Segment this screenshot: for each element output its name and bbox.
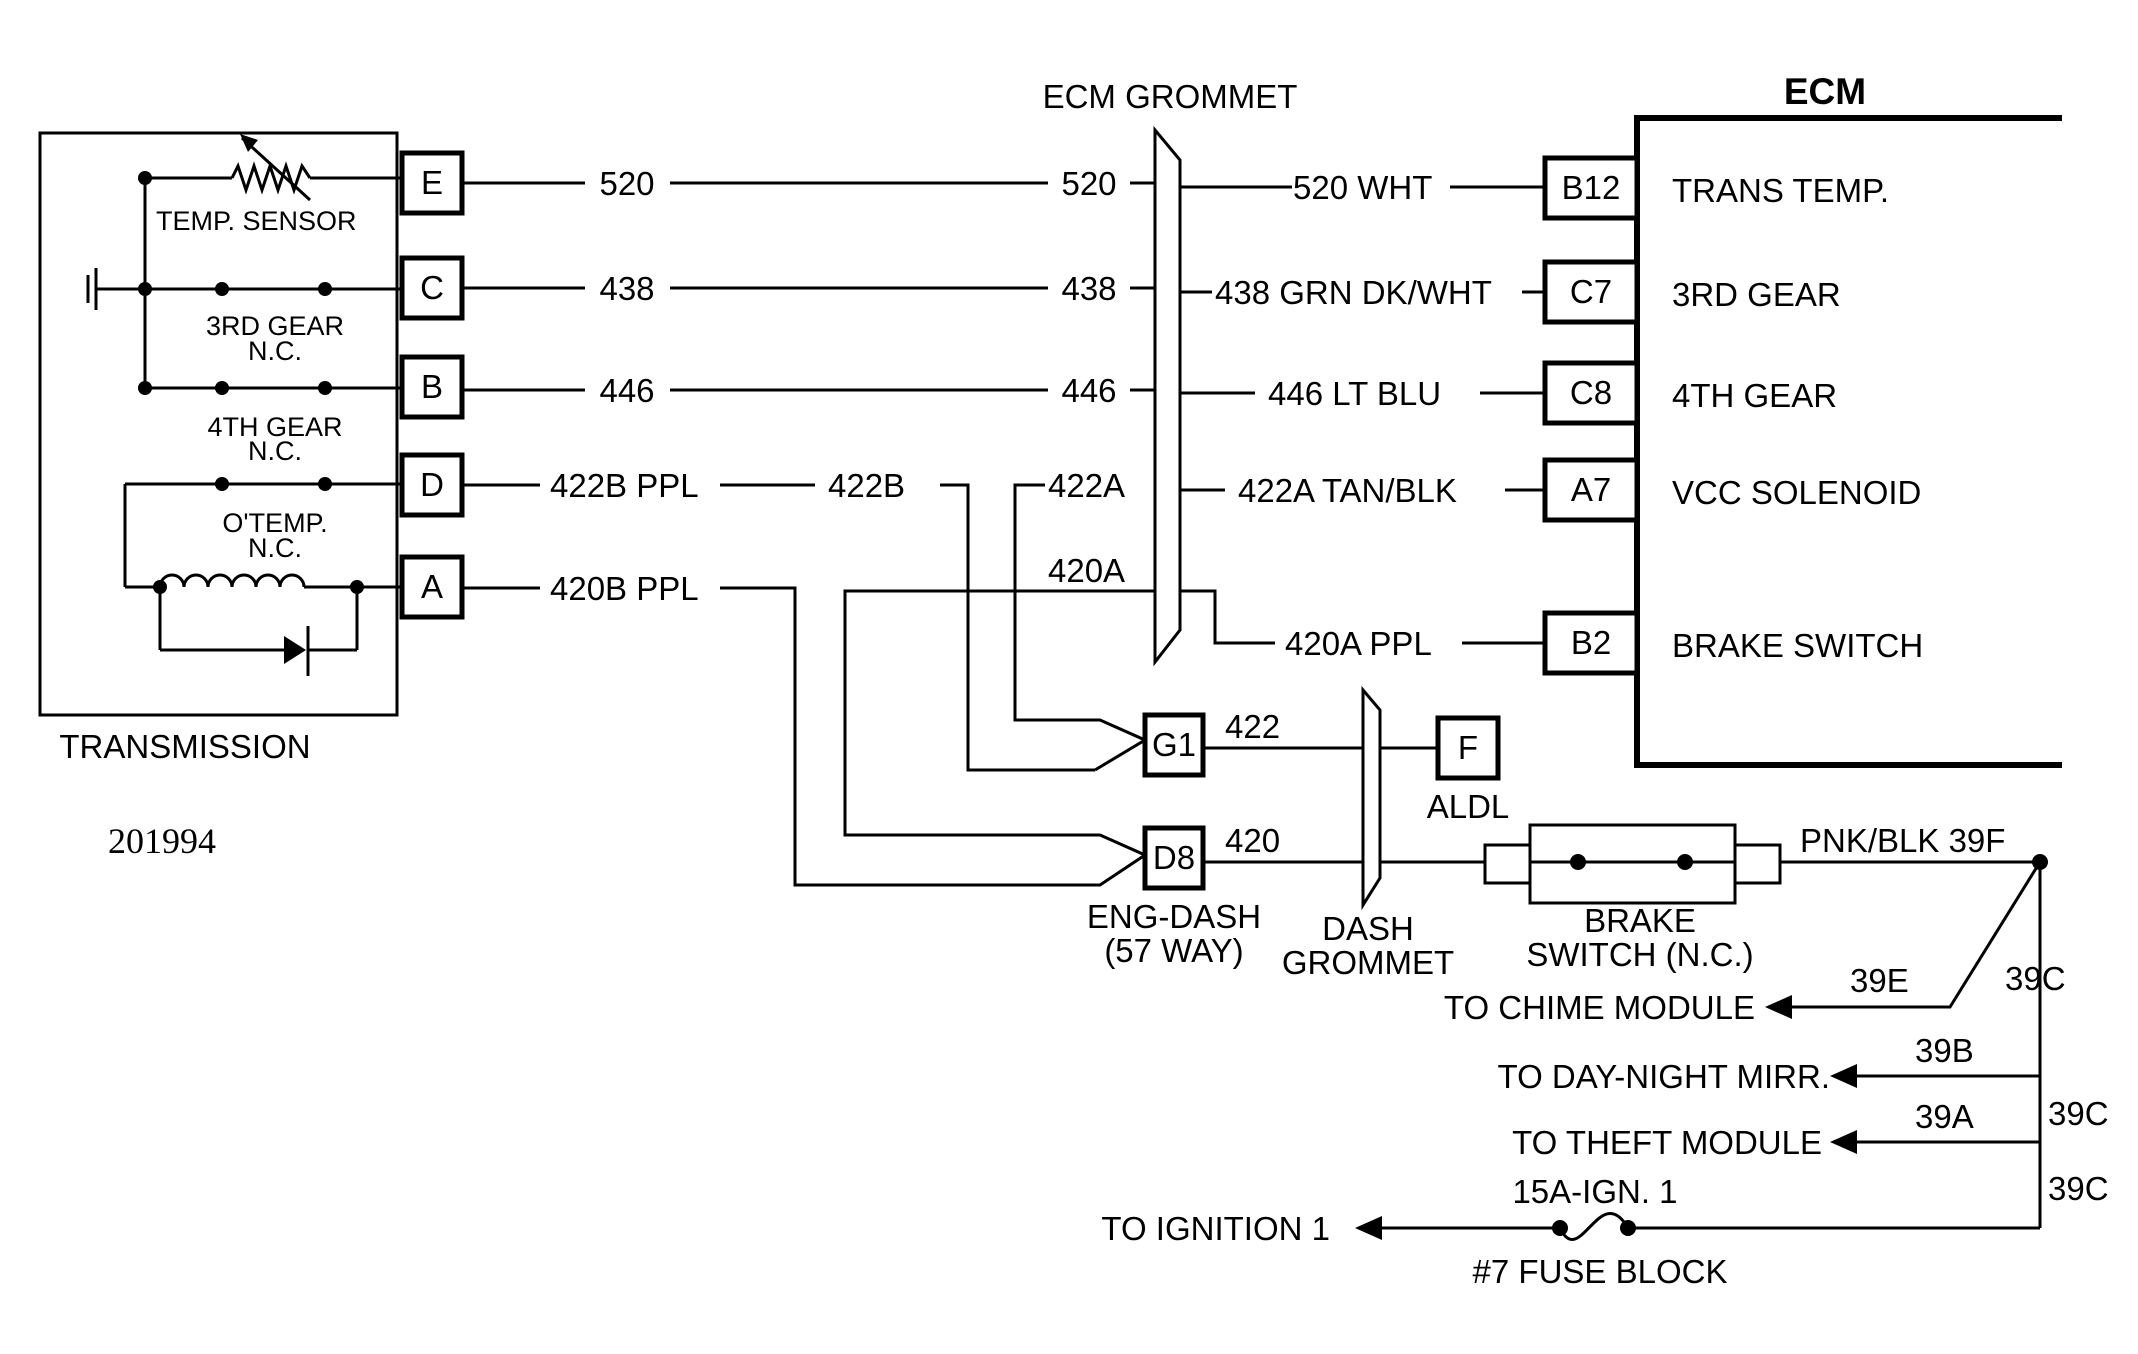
to-theft-module: TO THEFT MODULE — [1512, 1124, 1822, 1161]
ecm-brake-switch: BRAKE SWITCH — [1672, 627, 1923, 664]
3rd-gear-label: 3RD GEAR — [206, 311, 344, 341]
svg-text:D: D — [420, 466, 444, 503]
grommet-446-label: 446 — [1061, 372, 1116, 409]
ecm-pin-b12 — [1542, 155, 1640, 221]
fuse-icon — [1558, 1212, 1630, 1241]
eng-dash-connector: G1 D8 ENG-DASH (57 WAY) 422 420 — [1087, 708, 1485, 969]
otemp-nc-label: N.C. — [248, 533, 302, 563]
wire-39b-label: 39B — [1915, 1032, 1974, 1069]
wire-420a-ppl-label: 420A PPL — [1285, 625, 1432, 662]
diode-icon — [284, 626, 310, 676]
pin-e — [399, 150, 465, 216]
trans-to-ecm-wires: 520 520 438 438 446 446 422B PPL 422B 42… — [462, 165, 1270, 887]
wire-520-wht-label: 520 WHT — [1293, 169, 1432, 206]
wire-438-grn-label: 438 GRN DK/WHT — [1215, 274, 1492, 311]
wire-422b-label: 422B — [828, 467, 905, 504]
ecm-pin-a7 — [1542, 457, 1640, 523]
ecm-grommet: ECM GROMMET — [1043, 78, 1298, 667]
wire-39e-label: 39E — [1850, 962, 1909, 999]
solenoid-coil-icon — [158, 573, 306, 588]
ecm-pin-b2 — [1542, 610, 1640, 676]
ecm-pin-c8 — [1542, 360, 1640, 426]
wire-39a-label: 39A — [1915, 1098, 1974, 1135]
wire-446-ltblu-label: 446 LT BLU — [1268, 375, 1441, 412]
svg-text:D8: D8 — [1153, 839, 1195, 876]
resistor-icon — [230, 161, 312, 195]
grommet-420a-label: 420A — [1048, 552, 1125, 589]
brake-switch-nc-label: SWITCH (N.C.) — [1526, 936, 1753, 973]
otemp-label: O'TEMP. — [222, 508, 327, 538]
svg-text:F: F — [1458, 729, 1478, 766]
bus-39c-1: 39C — [2005, 960, 2066, 997]
svg-text:C8: C8 — [1570, 374, 1612, 411]
figure-number: 201994 — [108, 821, 216, 861]
pin-g1 — [1142, 712, 1206, 778]
wire-438-label: 438 — [599, 270, 654, 307]
transmission-label: TRANSMISSION — [59, 728, 310, 765]
arrow-left-icon — [1830, 1064, 1857, 1088]
ecm-3rd-gear: 3RD GEAR — [1672, 276, 1841, 313]
svg-text:B2: B2 — [1571, 624, 1611, 661]
arrow-left-icon — [1765, 995, 1792, 1019]
fuse-rating: 15A-IGN. 1 — [1512, 1173, 1677, 1210]
ecm-trans-temp: TRANS TEMP. — [1672, 172, 1889, 209]
eng-dash-label: ENG-DASH — [1087, 898, 1261, 935]
output-bus: 39C 39C 39C 39E TO CHIME MODULE 39B TO D… — [1101, 854, 2109, 1290]
dash-grommet: DASH GROMMET — [1282, 685, 1454, 981]
transmission-module: TEMP. SENSOR 3RD GEAR N.C. 4TH GEAR N.C.… — [38, 131, 402, 765]
pin-d8 — [1142, 825, 1206, 891]
grommet-438-label: 438 — [1061, 270, 1116, 307]
dash-grommet-label: DASH — [1322, 910, 1414, 947]
svg-text:C: C — [420, 269, 444, 306]
wire-422b-ppl-label: 422B PPL — [550, 467, 699, 504]
svg-text:A: A — [421, 568, 443, 605]
wire-422-label: 422 — [1225, 708, 1280, 745]
ecm-pin-c7 — [1542, 259, 1640, 325]
ecm-title: ECM — [1784, 71, 1866, 112]
brake-switch: BRAKE SWITCH (N.C.) PNK/BLK 39F — [1483, 822, 2040, 973]
4th-gear-label: 4TH GEAR — [207, 412, 342, 442]
eng-dash-way-label: (57 WAY) — [1104, 932, 1243, 969]
ecm-grommet-label: ECM GROMMET — [1043, 78, 1298, 115]
brake-switch-label: BRAKE — [1584, 902, 1696, 939]
svg-text:E: E — [421, 164, 443, 201]
temp-sensor-label: TEMP. SENSOR — [156, 206, 357, 236]
wire-420b-ppl-label: 420B PPL — [550, 570, 699, 607]
ecm-vcc-solenoid: VCC SOLENOID — [1672, 474, 1921, 511]
to-ignition-1: TO IGNITION 1 — [1101, 1210, 1330, 1247]
svg-text:A7: A7 — [1571, 471, 1611, 508]
bus-39c-3: 39C — [2048, 1170, 2109, 1207]
pin-c — [399, 255, 465, 321]
dash-grommet-label-2: GROMMET — [1282, 944, 1454, 981]
3rd-gear-nc-label: N.C. — [248, 336, 302, 366]
aldl-label: ALDL — [1427, 788, 1510, 825]
grommet-520-label: 520 — [1061, 165, 1116, 202]
to-day-night-mirror: TO DAY-NIGHT MIRR. — [1498, 1058, 1830, 1095]
4th-gear-nc-label: N.C. — [248, 436, 302, 466]
grommet-to-ecm-wires: 520 WHT 438 GRN DK/WHT 446 LT BLU 422A T… — [1180, 169, 1545, 662]
fuse-block-label: #7 FUSE BLOCK — [1473, 1253, 1728, 1290]
to-chime-module: TO CHIME MODULE — [1444, 989, 1755, 1026]
svg-text:B: B — [421, 368, 443, 405]
arrow-left-icon — [1830, 1130, 1857, 1154]
pin-b — [399, 354, 465, 420]
wire-39f-label: PNK/BLK 39F — [1800, 822, 2005, 859]
wire-446-label: 446 — [599, 372, 654, 409]
transmission-connector: E C B D A — [399, 150, 465, 620]
arrow-left-icon — [1355, 1216, 1382, 1240]
bus-39c-2: 39C — [2048, 1095, 2109, 1132]
wire-420-label: 420 — [1225, 822, 1280, 859]
pin-f — [1435, 715, 1501, 781]
svg-text:B12: B12 — [1562, 169, 1621, 206]
grommet-422a-label: 422A — [1048, 467, 1125, 504]
svg-text:G1: G1 — [1152, 726, 1196, 763]
ecm-4th-gear: 4TH GEAR — [1672, 377, 1837, 414]
wire-520-label: 520 — [599, 165, 654, 202]
ground-icon — [86, 268, 145, 310]
wire-422a-tan-label: 422A TAN/BLK — [1238, 472, 1457, 509]
aldl-connector: F ALDL — [1427, 715, 1510, 825]
svg-text:C7: C7 — [1570, 273, 1612, 310]
ecm-module: ECM B12 C7 C8 A7 B2 TRANS TEMP. 3RD GEAR… — [1542, 71, 2062, 768]
